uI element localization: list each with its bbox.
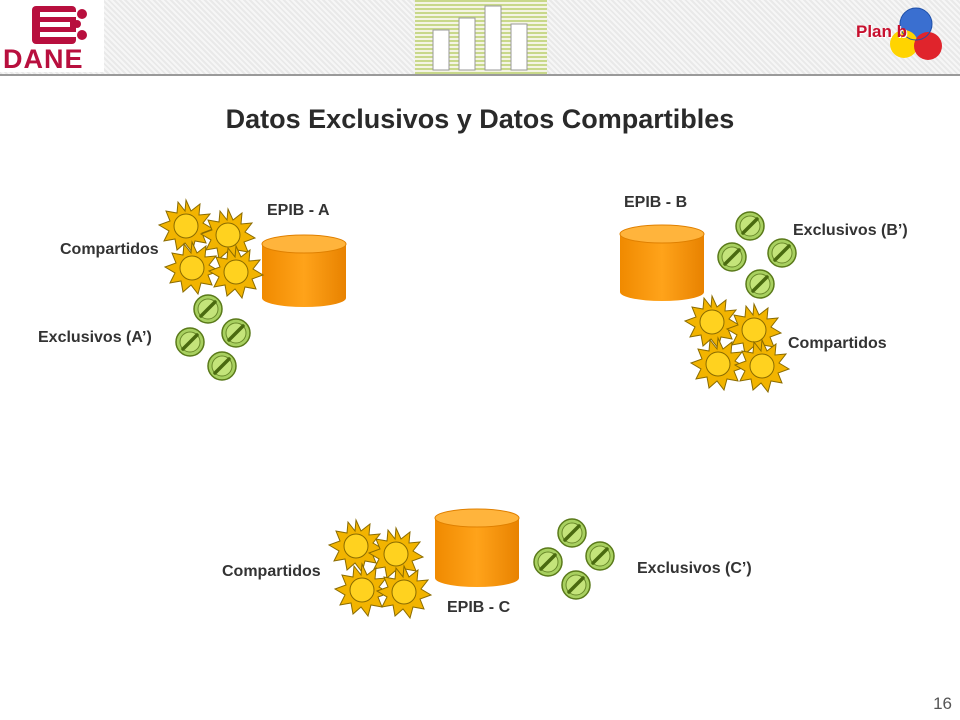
database-c-label: EPIB - C	[447, 599, 511, 616]
prohibited-icon	[734, 210, 766, 242]
slide-title: Datos Exclusivos y Datos Compartibles	[225, 104, 735, 134]
dane-logo-text: DANE	[3, 44, 84, 74]
exclusive-data-c	[532, 517, 616, 601]
prohibited-icon	[206, 350, 238, 382]
sun-icon	[208, 245, 264, 299]
prohibited-icon	[556, 517, 588, 549]
sun-icon	[328, 519, 384, 573]
sun-icon	[684, 295, 740, 349]
sun-icon	[376, 565, 432, 619]
exclusive-b-label: Exclusivos (B’)	[793, 222, 908, 239]
shared-a-label: Compartidos	[60, 241, 159, 258]
prohibited-icon	[560, 569, 592, 601]
dane-logo: DANE	[0, 0, 104, 74]
plan-b-badge: Plan b	[856, 22, 908, 41]
building-emblem-icon	[415, 0, 547, 74]
prohibited-icon	[532, 546, 564, 578]
shared-c-label: Compartidos	[222, 563, 321, 580]
shared-b-label: Compartidos	[788, 335, 887, 352]
shared-data-c	[328, 519, 432, 619]
prohibited-icon	[192, 293, 224, 325]
prohibited-icon	[744, 268, 776, 300]
shared-data-a	[158, 199, 264, 299]
database-a-label: EPIB - A	[267, 202, 330, 219]
prohibited-icon	[220, 317, 252, 349]
page-number: 16	[933, 694, 952, 713]
exclusive-data-b	[716, 210, 798, 300]
prohibited-icon	[766, 237, 798, 269]
plan-b-logo-icon	[890, 7, 942, 60]
exclusive-a-label: Exclusivos (A’)	[38, 329, 152, 346]
exclusive-data-a	[174, 293, 252, 382]
database-c	[434, 508, 520, 587]
prohibited-icon	[584, 540, 616, 572]
database-a	[261, 234, 347, 307]
shared-data-b	[684, 295, 790, 393]
prohibited-icon	[174, 326, 206, 358]
sun-icon	[164, 241, 220, 295]
exclusive-c-label: Exclusivos (C’)	[637, 560, 752, 577]
dane-emblem-icon	[32, 6, 87, 44]
sun-icon	[734, 339, 790, 393]
prohibited-icon	[716, 241, 748, 273]
database-b-label: EPIB - B	[624, 194, 688, 211]
sun-icon	[158, 199, 214, 253]
header-divider	[0, 74, 960, 76]
database-b	[619, 224, 705, 301]
